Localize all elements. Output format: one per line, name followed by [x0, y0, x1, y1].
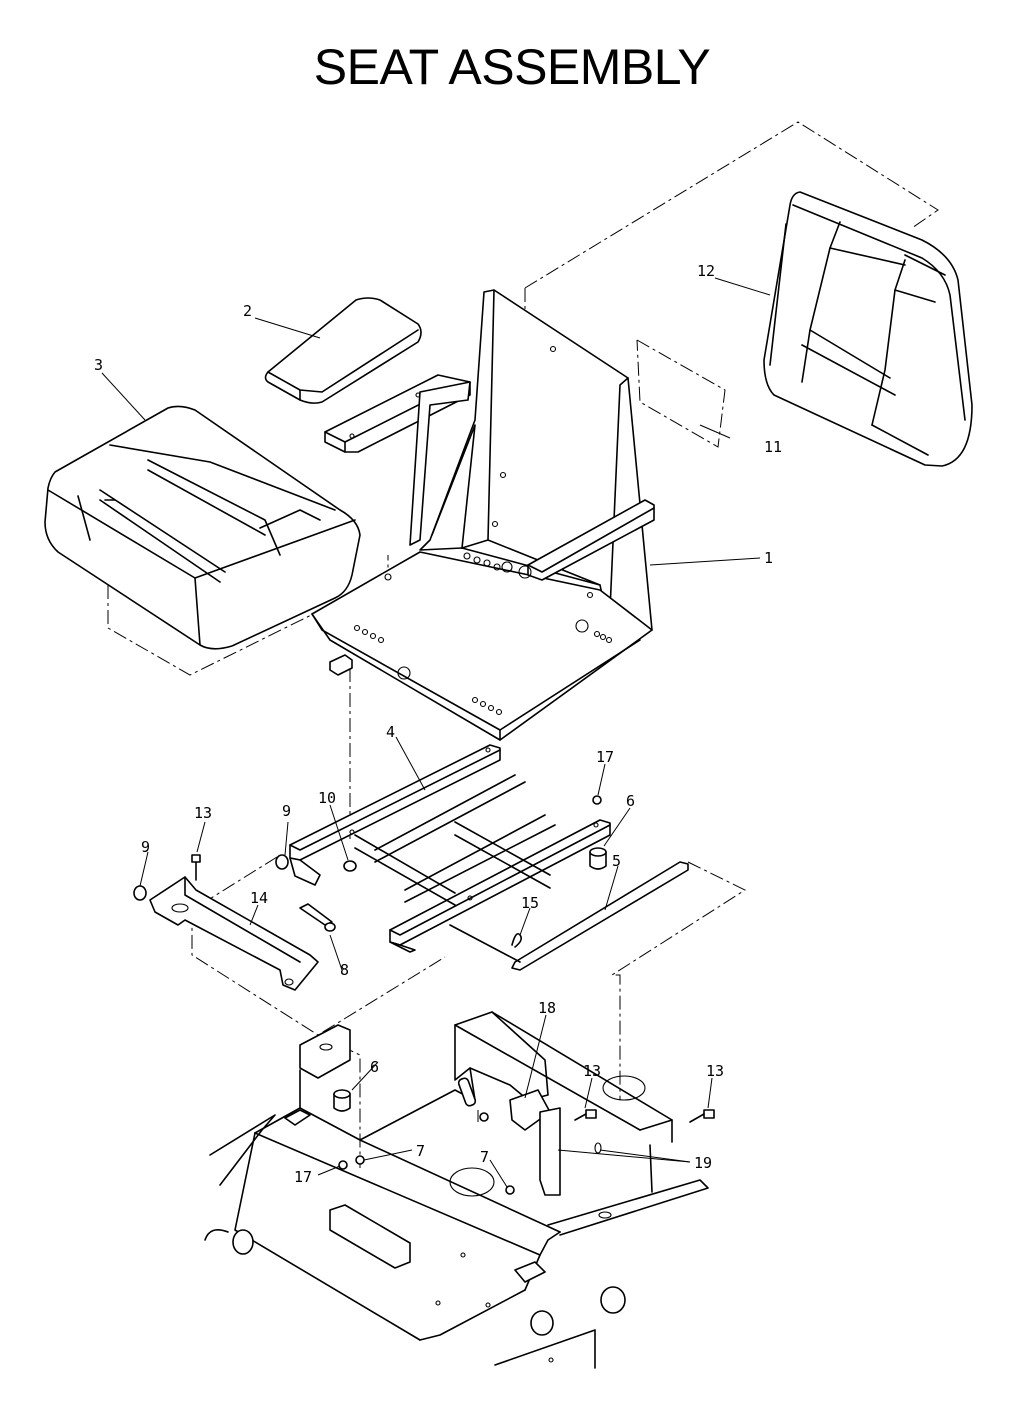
callout-8: 8: [340, 961, 349, 979]
seat-slide-frame: [289, 744, 611, 953]
armrest: [264, 297, 471, 453]
callout-labels: 1 2 3 4 5 6 6 7 7 8 9 9 10 11 12 13 13 1…: [94, 262, 782, 1186]
callout-12: 12: [697, 262, 715, 280]
chassis-frame: [204, 1011, 709, 1369]
callout-7-right: 7: [480, 1148, 489, 1166]
callout-9-right: 9: [282, 802, 291, 820]
callout-15: 15: [521, 894, 539, 912]
callout-5: 5: [612, 852, 621, 870]
callout-11: 11: [764, 438, 782, 456]
callout-7-left: 7: [416, 1142, 425, 1160]
slide-bracket: [149, 876, 319, 991]
seat-cushion: [44, 405, 361, 650]
callout-13-left: 13: [194, 804, 212, 822]
callout-17-upper: 17: [596, 748, 614, 766]
callout-9-left: 9: [141, 838, 150, 856]
callout-6-upper: 6: [626, 792, 635, 810]
page-title: SEAT ASSEMBLY: [313, 39, 711, 95]
leader-lines: [101, 277, 771, 1188]
callout-14: 14: [250, 889, 268, 907]
callout-2: 2: [243, 302, 252, 320]
callout-10: 10: [318, 789, 336, 807]
callout-19: 19: [694, 1154, 712, 1172]
callout-3: 3: [94, 356, 103, 374]
callout-1: 1: [764, 549, 773, 567]
callout-17-lower: 17: [294, 1168, 312, 1186]
back-cushion: [763, 191, 973, 467]
seat-frame: [311, 289, 655, 741]
callout-13-mid: 13: [583, 1062, 601, 1080]
hardware: [133, 795, 715, 1195]
callout-13-right: 13: [706, 1062, 724, 1080]
callout-6-lower: 6: [370, 1058, 379, 1076]
callout-18: 18: [538, 999, 556, 1017]
callout-4: 4: [386, 723, 395, 741]
adjust-rod: [449, 861, 689, 971]
